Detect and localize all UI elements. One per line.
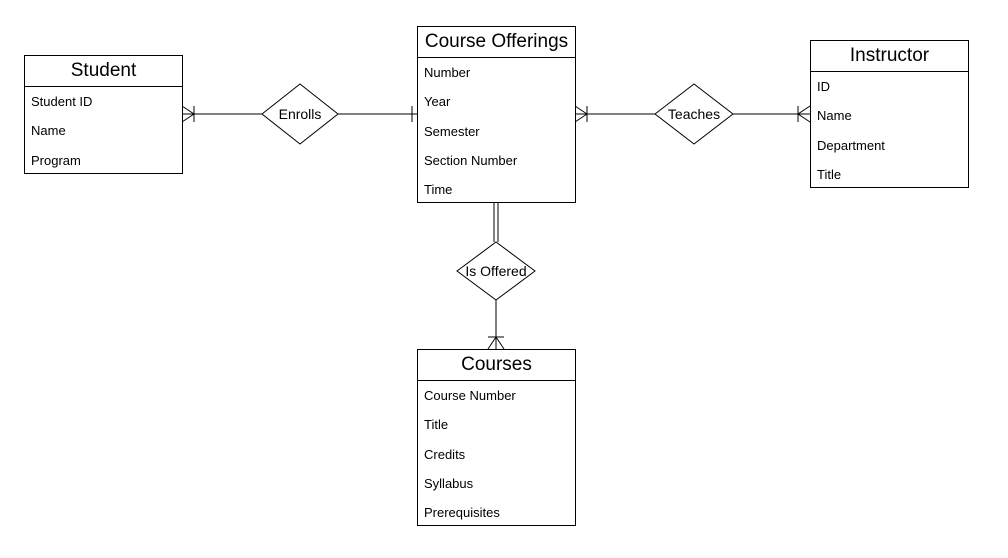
entity-attribute: Program bbox=[31, 152, 81, 168]
entity-attribute: ID bbox=[817, 79, 830, 95]
entity-student[interactable]: Student Student ID Name Program bbox=[24, 55, 183, 174]
entity-attribute: Name bbox=[31, 123, 66, 139]
entity-title: Student bbox=[25, 56, 182, 87]
entity-attribute: Time bbox=[424, 182, 453, 198]
entity-attribute: Prerequisites bbox=[424, 505, 500, 521]
entity-attribute: Section Number bbox=[424, 153, 518, 169]
entity-attribute: Year bbox=[424, 94, 451, 110]
entity-attribute: Number bbox=[424, 65, 471, 81]
courses-many-marker bbox=[487, 336, 505, 350]
entity-title: Courses bbox=[418, 350, 575, 381]
entity-attribute: Department bbox=[817, 137, 885, 153]
entity-attribute: Syllabus bbox=[424, 476, 474, 492]
entity-attribute: Title bbox=[817, 167, 842, 183]
instructor-many-marker bbox=[797, 105, 811, 123]
entity-attribute: Student ID bbox=[31, 94, 93, 110]
is-offered-label: Is Offered bbox=[465, 263, 527, 279]
teaches-label: Teaches bbox=[667, 106, 721, 122]
entity-attribute: Name bbox=[817, 108, 852, 124]
entity-attribute: Credits bbox=[424, 446, 466, 462]
teaches-diamond bbox=[654, 83, 734, 145]
entity-attribute: Semester bbox=[424, 123, 480, 139]
is-offered-diamond bbox=[456, 241, 536, 301]
enrolls-label: Enrolls bbox=[278, 106, 322, 122]
enrolls-diamond bbox=[261, 83, 339, 145]
entity-title: Course Offerings bbox=[418, 27, 575, 58]
entity-courses[interactable]: Courses Course Number Title Credits Syll… bbox=[417, 349, 576, 526]
student-many-marker bbox=[181, 105, 195, 123]
offerings-many-marker bbox=[574, 105, 588, 123]
entity-title: Instructor bbox=[811, 41, 968, 72]
entity-attribute: Course Number bbox=[424, 388, 516, 404]
entity-instructor[interactable]: Instructor ID Name Department Title bbox=[810, 40, 969, 188]
entity-course-offerings[interactable]: Course Offerings Number Year Semester Se… bbox=[417, 26, 576, 203]
entity-attribute: Title bbox=[424, 417, 449, 433]
